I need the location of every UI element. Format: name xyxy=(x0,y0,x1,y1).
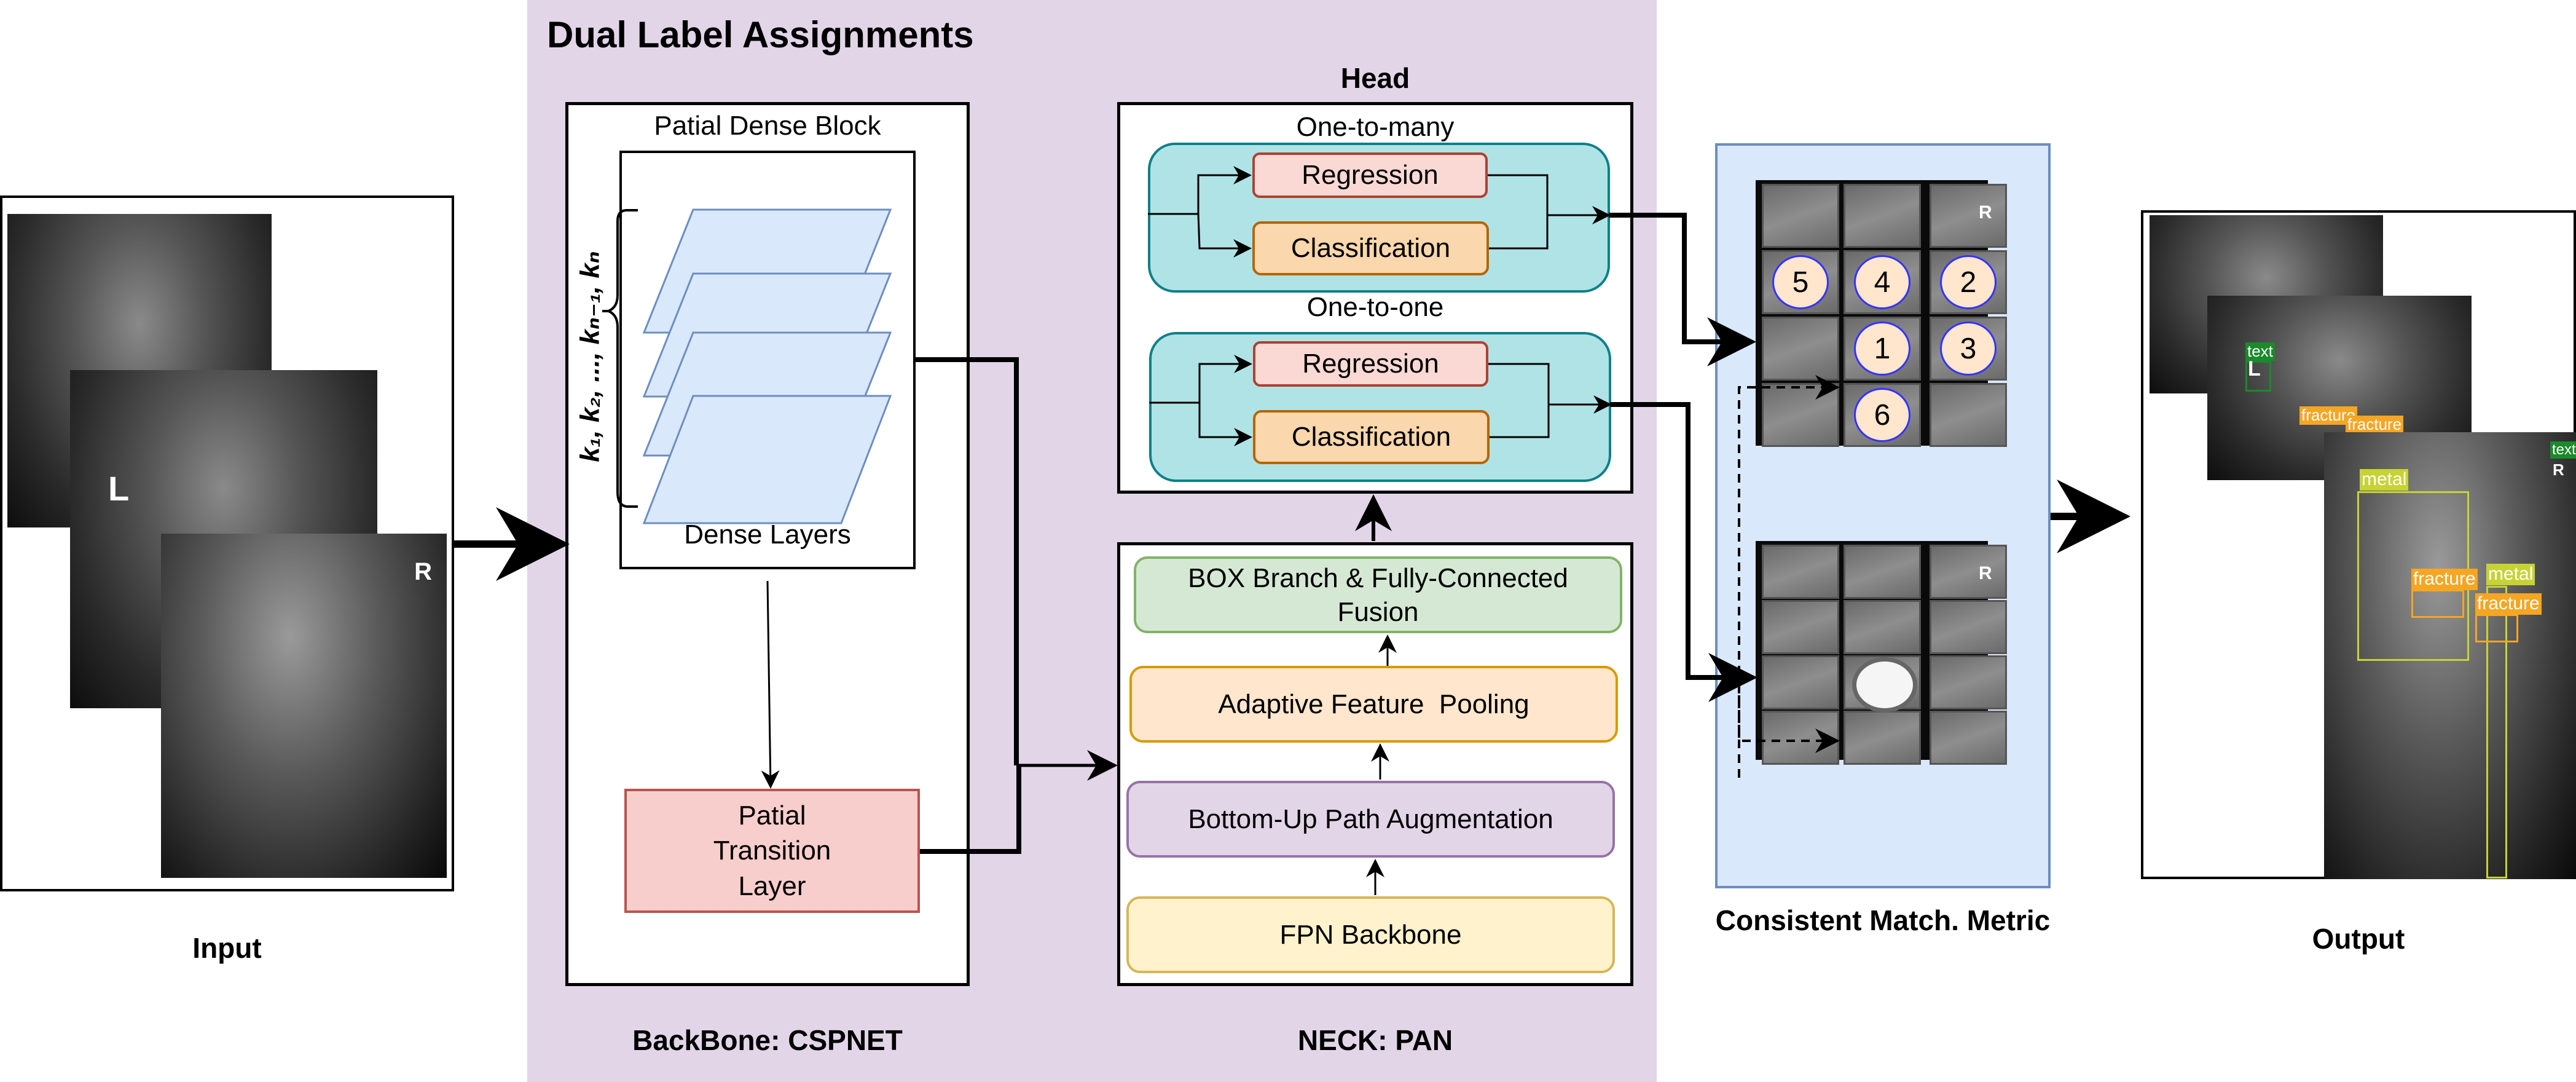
adaptive-feature-pooling[interactable]: Adaptive Feature Pooling xyxy=(1129,666,1618,743)
right-marker: R xyxy=(1979,563,1992,583)
output-xray-3: metal fracture metal fracture text R xyxy=(2324,432,2576,879)
one-to-one-regression[interactable]: Regression xyxy=(1253,341,1488,387)
output-panel: text L fracture fracture metal fracture … xyxy=(2141,210,2576,879)
adaptive-feature-pooling-label: Adaptive Feature Pooling xyxy=(1218,689,1530,719)
one-to-many-classification[interactable]: Classification xyxy=(1252,221,1489,275)
grid-cell xyxy=(1762,600,1839,654)
detection-fracture-label: fracture xyxy=(2346,415,2404,434)
k-sequence-label: k₁, k₂, ..., kₙ₋₁, kₙ xyxy=(565,203,615,510)
selected-match-circle xyxy=(1852,657,1917,713)
head-label: Head xyxy=(1340,62,1410,94)
grid-cell xyxy=(1844,600,1921,654)
fpn-backbone-label: FPN Backbone xyxy=(1279,920,1462,950)
detection-text-box xyxy=(2245,361,2271,392)
input-label: Input xyxy=(192,932,262,964)
rank-circle: 1 xyxy=(1854,322,1910,376)
one-to-many-regression[interactable]: Regression xyxy=(1252,152,1488,198)
grid-cell xyxy=(1930,655,2007,709)
detection-fracture-box xyxy=(2475,614,2518,642)
rank-circle: 3 xyxy=(1940,322,1997,376)
rank-circle: 2 xyxy=(1940,255,1997,309)
output-label: Output xyxy=(2312,923,2405,955)
right-marker: R xyxy=(1979,202,1992,223)
transition-layer[interactable]: Patial Transition Layer xyxy=(624,789,920,913)
right-marker: R xyxy=(414,558,432,585)
detection-metal-label: metal xyxy=(2360,469,2409,491)
grid-cell xyxy=(1762,655,1839,709)
input-panel: L R xyxy=(0,195,454,891)
box-branch-fusion[interactable]: BOX Branch & Fully-Connected Fusion xyxy=(1134,556,1622,633)
grid-cell xyxy=(1762,317,1839,381)
detection-fracture-label: fracture xyxy=(2299,406,2358,425)
detection-text-label: text xyxy=(2550,441,2576,459)
left-marker: L xyxy=(108,469,130,508)
grid-cell xyxy=(1930,184,2007,248)
consistent-match-label: Consistent Match. Metric xyxy=(1715,904,2051,936)
rank-circle: 5 xyxy=(1772,255,1829,309)
grid-cell xyxy=(1930,383,2007,447)
neck-label: NECK: PAN xyxy=(1297,1024,1453,1056)
one-to-one-title: One-to-one xyxy=(1306,292,1444,322)
grid-cell xyxy=(1930,711,2007,765)
input-xray-3: R xyxy=(161,534,447,878)
detection-metal-box xyxy=(2486,586,2507,879)
detection-fracture-box xyxy=(2411,590,2464,618)
detection-fracture-label: fracture xyxy=(2475,593,2542,615)
grid-cell xyxy=(1844,711,1921,765)
rank-circle: 4 xyxy=(1854,255,1910,309)
grid-cell xyxy=(1762,184,1839,248)
dense-block xyxy=(619,151,916,569)
diagram-title: Dual Label Assignments xyxy=(547,14,974,55)
detection-fracture-label: fracture xyxy=(2411,569,2478,590)
bottom-up-path-augmentation[interactable]: Bottom-Up Path Augmentation xyxy=(1126,781,1615,858)
fpn-backbone[interactable]: FPN Backbone xyxy=(1126,896,1615,973)
backbone-label: BackBone: CSPNET xyxy=(632,1024,903,1056)
detection-text-label: text xyxy=(2245,342,2275,361)
one-to-many-title: One-to-many xyxy=(1296,112,1455,142)
one-to-one-classification[interactable]: Classification xyxy=(1253,410,1490,464)
dense-block-title: Patial Dense Block xyxy=(654,111,881,141)
k-sequence-text: k₁, k₂, ..., kₙ₋₁, kₙ xyxy=(575,251,605,462)
grid-cell xyxy=(1930,545,2007,599)
left-marker: L xyxy=(2248,357,2261,381)
rank-circle: 6 xyxy=(1854,388,1910,442)
grid-cell xyxy=(1844,184,1921,248)
grid-cell xyxy=(1762,545,1839,599)
dense-layers-label: Dense Layers xyxy=(684,519,851,550)
right-marker: R xyxy=(2553,460,2564,479)
grid-cell xyxy=(1930,600,2007,654)
box-branch-fusion-label: BOX Branch & Fully-Connected Fusion xyxy=(1188,563,1568,627)
grid-cell xyxy=(1762,383,1839,447)
bottom-up-path-label: Bottom-Up Path Augmentation xyxy=(1188,804,1553,834)
transition-layer-label: Patial Transition Layer xyxy=(713,800,831,901)
grid-cell xyxy=(1844,545,1921,599)
match-grid-selected: R xyxy=(1756,541,2007,765)
grid-cell xyxy=(1762,711,1839,765)
detection-metal-label: metal xyxy=(2486,564,2535,585)
